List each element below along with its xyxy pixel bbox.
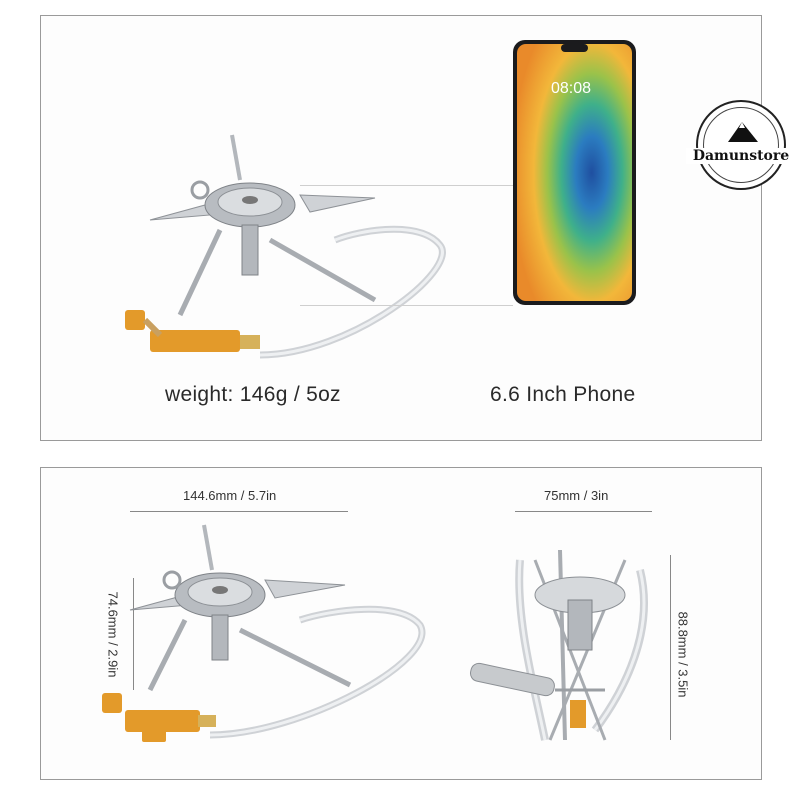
folded-width-dimension-line [515, 511, 652, 512]
folded-width-label: 75mm / 3in [544, 488, 609, 503]
phone-size-caption: 6.6 Inch Phone [490, 383, 636, 406]
width-dimension-line [130, 511, 348, 512]
height-guide-line [300, 185, 513, 186]
stove-image [125, 134, 446, 359]
base-guide-line [300, 305, 513, 306]
height-dimension-line [133, 578, 134, 690]
mountain-icon [728, 122, 758, 142]
width-label: 144.6mm / 5.7in [183, 488, 277, 503]
phone-image [513, 40, 636, 305]
weight-caption: weight: 146g / 5oz [165, 383, 341, 406]
folded-height-label: 88.8mm / 3.5in [675, 611, 691, 698]
folded-height-dimension-line [670, 555, 671, 740]
logo-ring [703, 107, 779, 183]
logo-wordmark: Damunstore [686, 148, 796, 164]
store-logo: Damunstore [686, 100, 796, 190]
stove-dimension-image [102, 524, 426, 742]
phone-clock: 08:08 [551, 80, 592, 97]
folded-stove-image [469, 549, 648, 741]
